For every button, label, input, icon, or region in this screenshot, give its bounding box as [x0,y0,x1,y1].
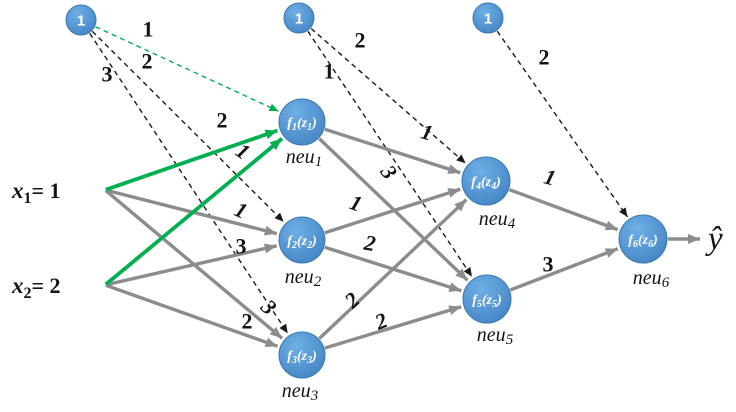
weight-label-b1-n3: 3 [102,62,113,87]
bias-node-label-b1: 1 [77,13,85,30]
edges-layer [89,26,700,350]
edge-b2-n4 [310,27,467,164]
neuron-node-n3 [278,331,326,379]
input-label-x1: x1= 1 [11,178,61,207]
weight-label-n3-n5: 2 [370,307,390,335]
edge-b1-n3 [89,33,289,334]
weight-label-x2-n2: 3 [236,234,247,259]
neuron-name-n3: neu3 [282,380,318,404]
weight-label-b3-n6: 2 [539,45,550,70]
weight-label-x1-n2: 1 [231,196,252,223]
bias-node-label-b2: 1 [295,11,303,28]
neuron-name-n4: neu4 [479,208,516,232]
weight-label-n4-n6: 1 [541,164,558,191]
neuron-node-n1 [278,98,326,146]
weight-label-x1-n3: 3 [256,294,282,320]
weight-label-x1-n1: 2 [217,108,228,133]
neuron-node-n4 [461,156,511,206]
neuron-name-n5: neu5 [477,324,514,348]
weight-label-n5-n6: 3 [543,252,554,277]
edge-b3-n6 [496,30,629,218]
neuron-node-n5 [462,274,512,324]
edge-b1-n1 [95,26,279,112]
edge-n3-n5 [324,305,462,350]
weight-label-n1-n5: 3 [375,160,402,184]
bias-node-b1 [65,4,97,36]
weight-label-b1-n2: 2 [142,49,153,74]
bias-node-b2 [283,2,315,34]
edge-x2-n1 [104,137,284,286]
activation-text-n2: f2(z2) [287,234,316,251]
neuron-name-n6: neu6 [633,267,670,291]
weight-label-n2-n4: 1 [347,189,366,216]
weight-label-x2-n1: 1 [231,138,254,165]
activation-text-n5: f5(z5) [472,293,501,310]
nodes-layer: 1 1 1 f1(z1) f2(z2) f3(z3) f4(z4) f5(z5) f6(z6) [65,2,668,379]
activation-text-n6: f6(z6) [628,233,657,250]
weight-label-n1-n4: 1 [418,119,435,146]
edge-n3-n4 [318,198,468,340]
weight-label-n2-n5: 2 [361,230,377,257]
edge-x2-n2 [105,243,278,287]
neuron-name-n2: neu2 [285,266,322,290]
activation-text-n3: f3(z3) [287,349,316,366]
weight-label-b1-n1: 1 [143,17,154,42]
input-label-x2: x2= 2 [11,273,61,302]
output-label: ŷ [705,221,723,257]
activation-text-n4: f4(z4) [471,175,500,192]
bias-node-label-b3: 1 [484,11,492,28]
edge-n5-n6 [509,247,619,292]
weight-label-x2-n3: 2 [242,309,253,334]
edge-x2-n3 [105,283,279,348]
edge-n4-n6 [508,188,619,232]
edge-x1-n1 [105,128,279,192]
edge-b2-n5 [307,30,473,277]
neuron-name-n1: neu1 [286,146,322,170]
edge-n2-n4 [324,187,461,235]
edge-n1-n4 [324,127,461,175]
neuron-node-n6 [618,214,668,264]
weight-label-b2-n4: 2 [355,28,366,53]
activation-text-n1: f1(z1) [287,116,316,133]
neuron-node-n2 [278,216,326,264]
bias-node-b3 [472,2,504,34]
weight-label-b2-n5: 1 [324,59,335,84]
